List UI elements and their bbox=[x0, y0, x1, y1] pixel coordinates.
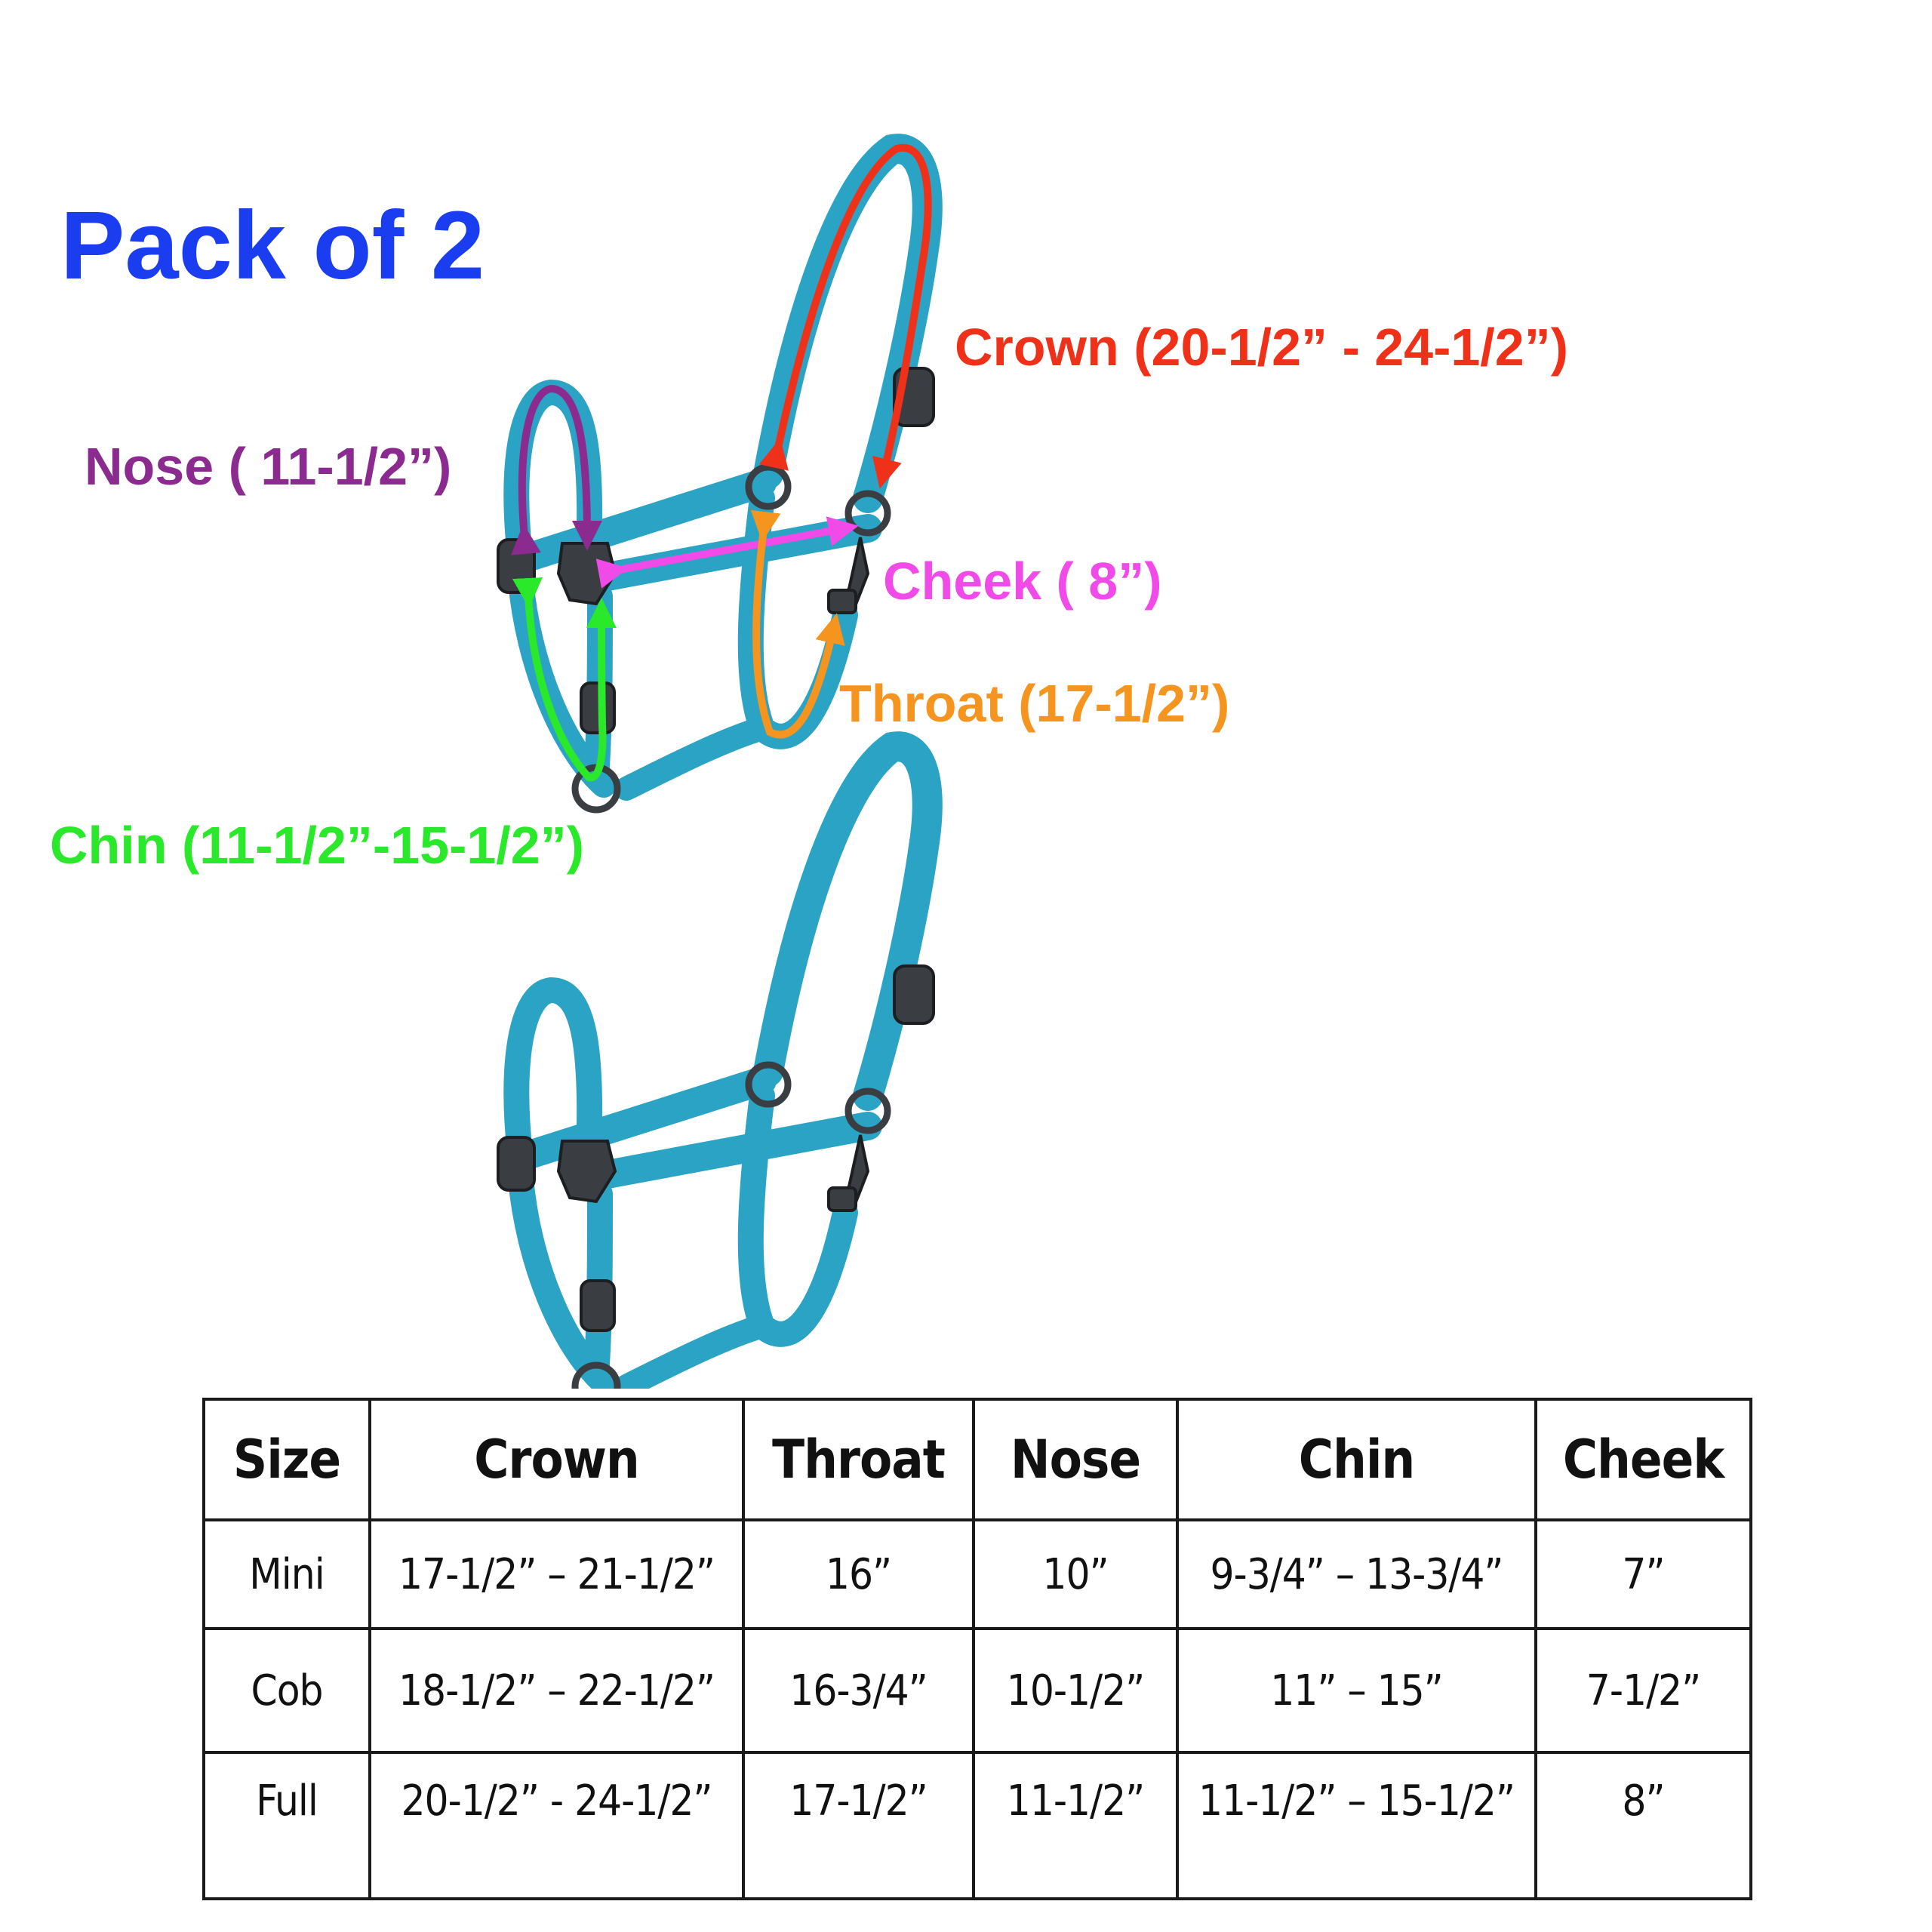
throat-arrow bbox=[750, 509, 845, 739]
pack-headline: Pack of 2 bbox=[60, 192, 485, 300]
cell-nose: 11-1/2” bbox=[972, 1751, 1179, 1900]
cell-cheek: 7-1/2” bbox=[1534, 1627, 1752, 1754]
label-cheek: Cheek ( 8”) bbox=[883, 552, 1162, 611]
header-cheek: Cheek bbox=[1534, 1398, 1752, 1521]
cell-size: Cob bbox=[202, 1627, 371, 1754]
table-row: Full 20-1/2” - 24-1/2” 17-1/2” 11-1/2” 1… bbox=[202, 1751, 1752, 1900]
size-chart-table: Size Crown Throat Nose Chin Cheek Mini 1… bbox=[202, 1398, 1752, 1900]
nose-arrow bbox=[511, 384, 602, 555]
header-crown: Crown bbox=[368, 1398, 745, 1521]
cell-size: Full bbox=[202, 1751, 371, 1900]
label-crown: Crown (20-1/2” - 24-1/2”) bbox=[955, 318, 1568, 377]
cell-throat: 16” bbox=[742, 1518, 975, 1630]
cell-crown: 17-1/2” – 21-1/2” bbox=[368, 1518, 745, 1630]
header-chin: Chin bbox=[1176, 1398, 1537, 1521]
cell-cheek: 8” bbox=[1534, 1751, 1752, 1900]
cell-nose: 10-1/2” bbox=[972, 1627, 1179, 1754]
cell-throat: 17-1/2” bbox=[742, 1751, 975, 1900]
cell-chin: 9-3/4” – 13-3/4” bbox=[1176, 1518, 1537, 1630]
chin-arrow bbox=[512, 577, 617, 782]
cell-cheek: 7” bbox=[1534, 1518, 1752, 1630]
cell-crown: 20-1/2” - 24-1/2” bbox=[368, 1751, 745, 1900]
label-nose: Nose ( 11-1/2”) bbox=[85, 437, 452, 496]
table-row: Mini 17-1/2” – 21-1/2” 16” 10” 9-3/4” – … bbox=[202, 1518, 1752, 1630]
label-chin: Chin (11-1/2”-15-1/2”) bbox=[50, 816, 584, 875]
cell-size: Mini bbox=[202, 1518, 371, 1630]
header-nose: Nose bbox=[972, 1398, 1179, 1521]
cell-nose: 10” bbox=[972, 1518, 1179, 1630]
measurement-arrows bbox=[511, 143, 932, 782]
label-throat: Throat (17-1/2”) bbox=[839, 674, 1230, 733]
cell-chin: 11-1/2” – 15-1/2” bbox=[1176, 1751, 1537, 1900]
table-header-row: Size Crown Throat Nose Chin Cheek bbox=[202, 1398, 1752, 1521]
header-size: Size bbox=[202, 1398, 371, 1521]
cell-crown: 18-1/2” – 22-1/2” bbox=[368, 1627, 745, 1754]
halter-illustration bbox=[0, 0, 1932, 1389]
cell-throat: 16-3/4” bbox=[742, 1627, 975, 1754]
header-throat: Throat bbox=[742, 1398, 975, 1521]
cell-chin: 11” – 15” bbox=[1176, 1627, 1537, 1754]
crown-arrow bbox=[758, 143, 932, 489]
table-row: Cob 18-1/2” – 22-1/2” 16-3/4” 10-1/2” 11… bbox=[202, 1627, 1752, 1754]
